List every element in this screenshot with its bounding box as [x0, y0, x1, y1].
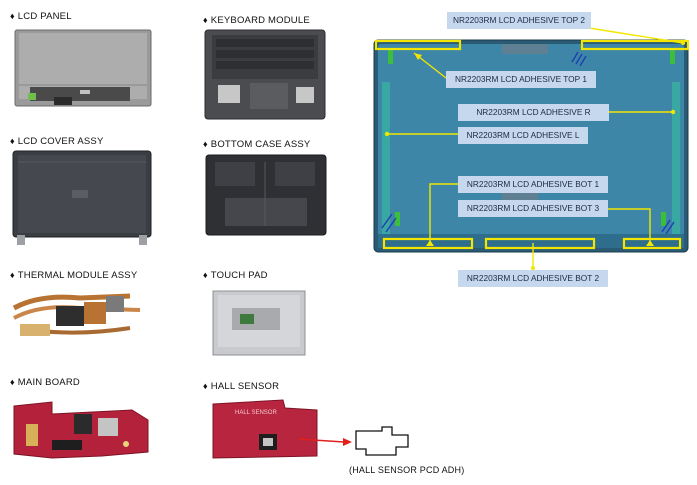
- lcd-panel-image: [14, 29, 152, 107]
- callout-adhesive-top1: NR2203RM LCD ADHESIVE TOP 1: [446, 71, 596, 88]
- part-label-lcd-panel: ♦LCD PANEL: [10, 11, 72, 22]
- diamond-bullet-icon: ♦: [10, 11, 15, 21]
- diamond-bullet-icon: ♦: [10, 270, 15, 280]
- main-board-image: [13, 401, 149, 459]
- adhesive-strip-right: [672, 82, 680, 238]
- hall-sensor-adhesive-shape: [297, 426, 409, 456]
- hall-sensor-adh-label: (HALL SENSOR PCD ADH): [349, 465, 465, 475]
- keyboard-module-image: [204, 29, 326, 120]
- part-label-thermal-module-assy: ♦THERMAL MODULE ASSY: [10, 270, 138, 281]
- lcd-cover-image: [12, 150, 152, 245]
- highlight-adhesive-top2: [580, 39, 690, 51]
- callout-adhesive-r: NR2203RM LCD ADHESIVE R: [458, 104, 609, 121]
- hall-sensor-image: HALL SENSOR: [212, 399, 318, 459]
- callout-adhesive-bot2: NR2203RM LCD ADHESIVE BOT 2: [458, 270, 608, 287]
- callout-adhesive-bot3: NR2203RM LCD ADHESIVE BOT 3: [458, 200, 608, 217]
- adhesive-strip-left: [382, 82, 390, 238]
- diamond-bullet-icon: ♦: [203, 15, 208, 25]
- touch-pad-image: [212, 290, 306, 356]
- highlight-adhesive-top1: [374, 39, 462, 51]
- diamond-bullet-icon: ♦: [10, 377, 15, 387]
- diamond-bullet-icon: ♦: [203, 270, 208, 280]
- callout-adhesive-bot1: NR2203RM LCD ADHESIVE BOT 1: [458, 176, 608, 193]
- highlight-adhesive-bot3: [622, 237, 682, 250]
- diamond-bullet-icon: ♦: [203, 381, 208, 391]
- part-label-keyboard-module: ♦KEYBOARD MODULE: [203, 15, 310, 26]
- highlight-adhesive-bot1: [382, 237, 474, 250]
- diamond-bullet-icon: ♦: [203, 139, 208, 149]
- hall-arrow-line: [297, 438, 345, 443]
- part-label-lcd-cover-assy: ♦LCD COVER ASSY: [10, 136, 104, 147]
- highlight-adhesive-bot2: [484, 237, 596, 250]
- bottom-case-image: [205, 154, 327, 236]
- callout-adhesive-l: NR2203RM LCD ADHESIVE L: [458, 127, 588, 144]
- lcd-adhesive-diagram: [373, 39, 690, 253]
- hall-arrow-head-icon: [343, 438, 352, 446]
- part-label-bottom-case-assy: ♦BOTTOM CASE ASSY: [203, 139, 311, 150]
- thermal-module-image: [12, 293, 141, 336]
- callout-adhesive-top2: NR2203RM LCD ADHESIVE TOP 2: [447, 12, 591, 29]
- hall-adh-outline: [355, 426, 409, 456]
- diamond-bullet-icon: ♦: [10, 136, 15, 146]
- hall-sensor-print-text: HALL SENSOR: [235, 410, 277, 416]
- part-label-hall-sensor: ♦HALL SENSOR: [203, 381, 280, 392]
- part-label-touch-pad: ♦TOUCH PAD: [203, 270, 268, 281]
- part-label-main-board: ♦MAIN BOARD: [10, 377, 80, 388]
